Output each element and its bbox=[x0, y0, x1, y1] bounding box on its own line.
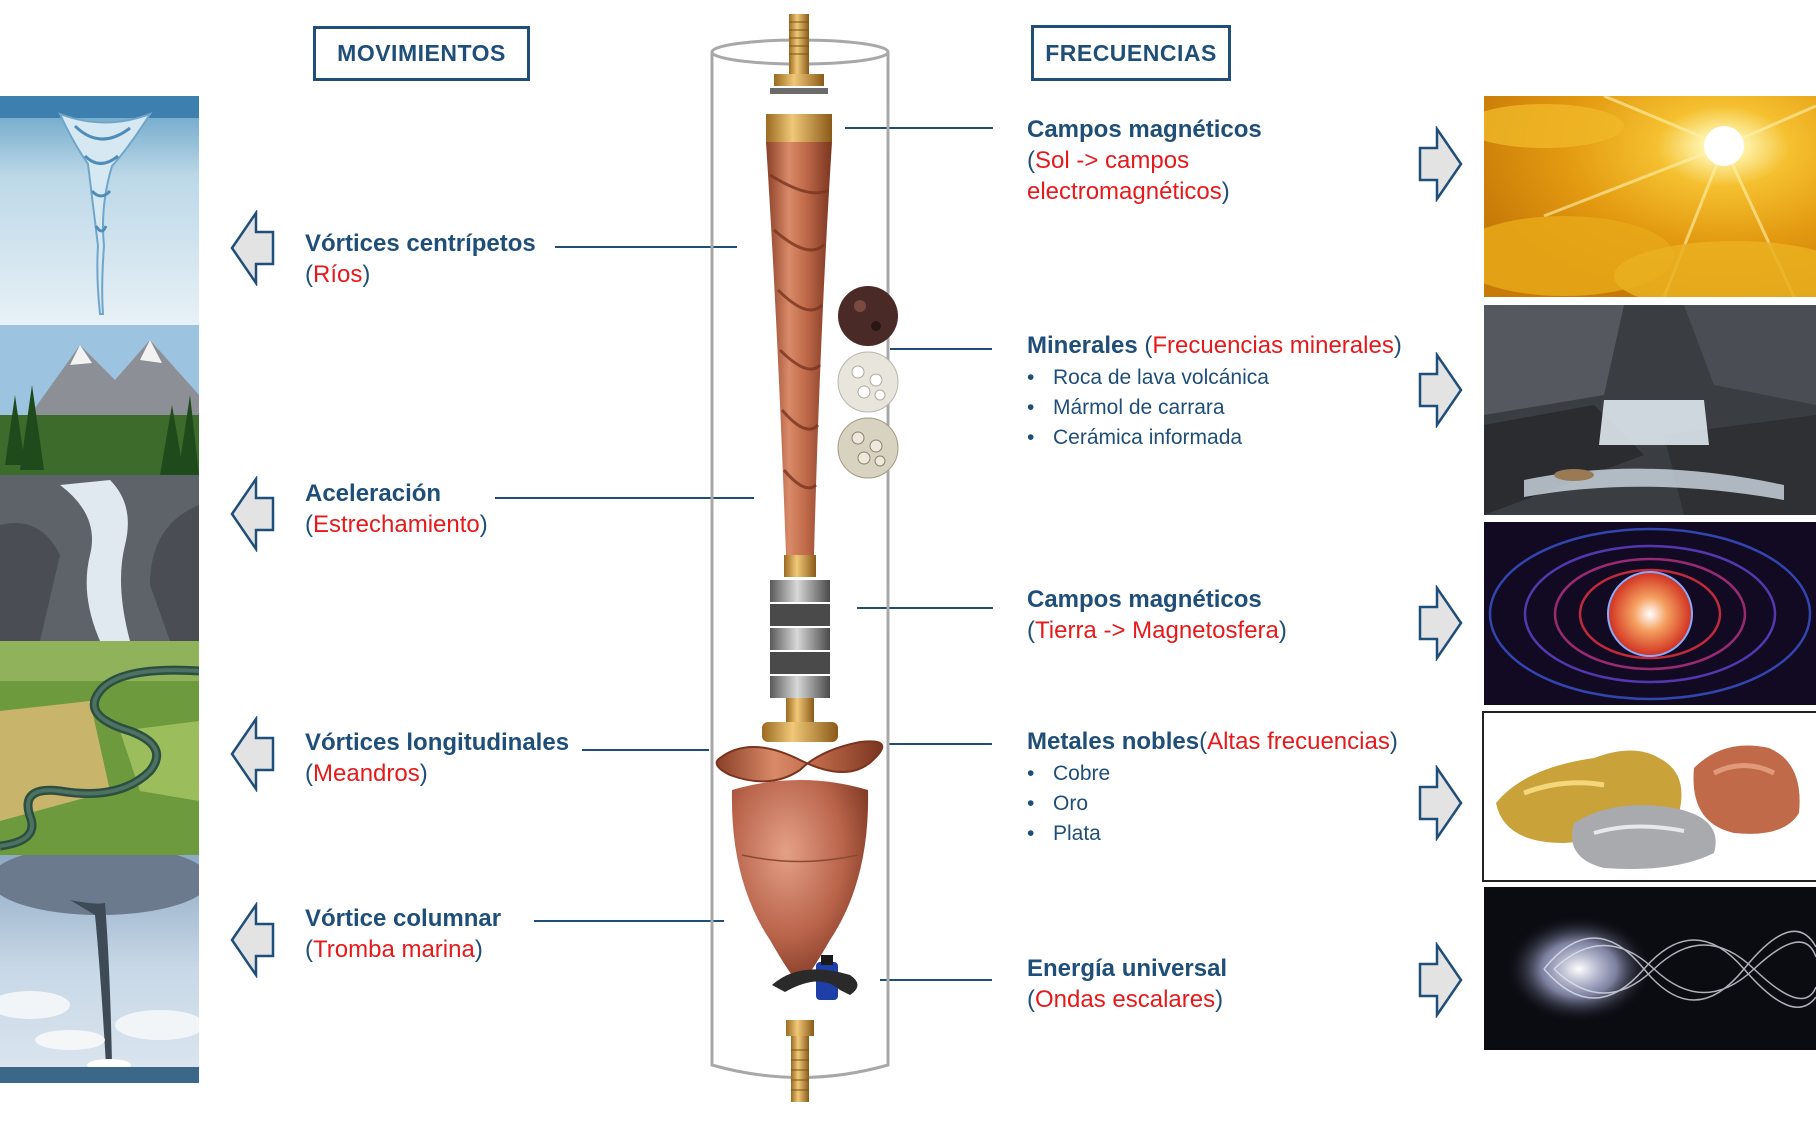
frequency-sub-line2: electromagnéticos bbox=[1027, 178, 1222, 205]
movement-title: Vórtice columnar bbox=[305, 905, 502, 932]
mountain-river-image bbox=[0, 325, 199, 641]
list-item: Plata bbox=[1027, 819, 1398, 849]
movement-label: Vórtice columnar (Tromba marina) bbox=[305, 905, 502, 963]
connector-line bbox=[534, 920, 724, 922]
copper-vortex-device bbox=[690, 0, 930, 1125]
arrow-right-icon bbox=[1418, 585, 1463, 661]
arrow-left-icon bbox=[230, 476, 275, 552]
movement-title: Vórtices centrípetos bbox=[305, 230, 536, 257]
frecuencias-header-text: FRECUENCIAS bbox=[1045, 39, 1217, 66]
metal-list: Cobre Oro Plata bbox=[1027, 759, 1398, 849]
movement-label: Vórtices centrípetos (Ríos) bbox=[305, 230, 536, 288]
meander-river-image bbox=[0, 641, 199, 855]
frequency-title: Campos magnéticos bbox=[1027, 586, 1262, 613]
movimientos-header: MOVIMIENTOS bbox=[313, 26, 530, 81]
connector-line bbox=[889, 743, 992, 745]
movement-title: Aceleración bbox=[305, 480, 442, 507]
list-item: Mármol de carrara bbox=[1027, 393, 1402, 423]
connector-line bbox=[495, 497, 754, 499]
list-item: Cobre bbox=[1027, 759, 1398, 789]
connector-line bbox=[845, 127, 993, 129]
connector-line bbox=[555, 246, 737, 248]
movement-title: Vórtices longitudinales bbox=[305, 729, 570, 756]
rock-waterfall-image bbox=[1484, 305, 1816, 515]
noble-metals-image bbox=[1482, 711, 1816, 882]
waterspout-image bbox=[0, 855, 199, 1083]
movement-label: Aceleración (Estrechamiento) bbox=[305, 480, 488, 538]
movement-sub: Tromba marina bbox=[313, 936, 475, 963]
movement-label: Vórtices longitudinales (Meandros) bbox=[305, 729, 570, 787]
water-vortex-image bbox=[0, 96, 199, 325]
mineral-list: Roca de lava volcánica Mármol de carrara… bbox=[1027, 363, 1402, 453]
list-item: Cerámica informada bbox=[1027, 423, 1402, 453]
movimientos-header-text: MOVIMIENTOS bbox=[337, 40, 506, 66]
sun-image bbox=[1484, 96, 1816, 297]
frequency-sub-line1: Sol -> campos bbox=[1035, 147, 1190, 174]
movement-sub: Meandros bbox=[313, 760, 420, 787]
frequency-sub: Altas frecuencias bbox=[1207, 728, 1390, 755]
frequency-label: Campos magnéticos (Sol -> campos electro… bbox=[1027, 116, 1262, 205]
arrow-right-icon bbox=[1418, 765, 1463, 841]
frequency-title: Energía universal bbox=[1027, 955, 1228, 982]
frequency-label: Metales nobles(Altas frecuencias) Cobre … bbox=[1027, 726, 1398, 849]
frequency-sub: Frecuencias minerales bbox=[1152, 332, 1394, 359]
arrow-left-icon bbox=[230, 902, 275, 978]
movement-sub: Ríos bbox=[313, 261, 363, 288]
frequency-label: Campos magnéticos (Tierra -> Magnetosfer… bbox=[1027, 586, 1287, 644]
list-item: Roca de lava volcánica bbox=[1027, 363, 1402, 393]
arrow-left-icon bbox=[230, 210, 275, 286]
connector-line bbox=[890, 348, 992, 350]
list-item: Oro bbox=[1027, 789, 1398, 819]
connector-line bbox=[857, 607, 993, 609]
arrow-right-icon bbox=[1418, 126, 1463, 202]
magnetosphere-image bbox=[1484, 522, 1816, 705]
frequency-title: Metales nobles bbox=[1027, 728, 1200, 755]
connector-line bbox=[582, 749, 709, 751]
movement-sub: Estrechamiento bbox=[313, 511, 480, 538]
arrow-right-icon bbox=[1418, 352, 1463, 428]
arrow-left-icon bbox=[230, 716, 275, 792]
frequency-label: Energía universal (Ondas escalares) bbox=[1027, 955, 1228, 1013]
scalar-waves-image bbox=[1484, 887, 1816, 1050]
frequency-sub: Tierra -> Magnetosfera bbox=[1035, 617, 1279, 644]
frequency-label: Minerales (Frecuencias minerales) Roca d… bbox=[1027, 330, 1402, 453]
arrow-right-icon bbox=[1418, 942, 1463, 1018]
connector-line bbox=[880, 979, 992, 981]
frequency-title: Minerales bbox=[1027, 332, 1138, 359]
frecuencias-header: FRECUENCIAS bbox=[1031, 25, 1231, 81]
frequency-sub: Ondas escalares bbox=[1035, 986, 1216, 1013]
frequency-title: Campos magnéticos bbox=[1027, 116, 1262, 143]
